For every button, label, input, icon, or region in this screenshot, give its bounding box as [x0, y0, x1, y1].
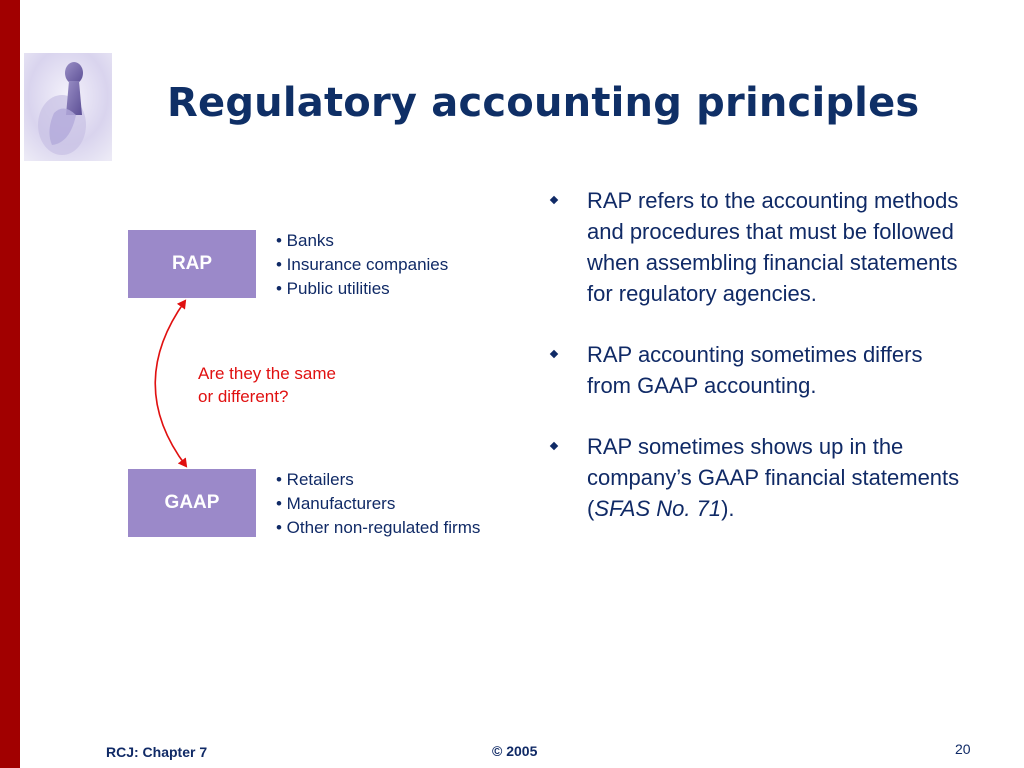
rap-examples-list: • Banks • Insurance companies • Public u… — [276, 229, 448, 301]
bullet-text: RAP accounting sometimes differs from GA… — [587, 342, 923, 398]
bullet-text-start: RAP sometimes shows up in the company’s … — [587, 434, 960, 521]
page-number: 20 — [955, 741, 971, 757]
question-line-1: Are they the same — [198, 364, 336, 383]
gaap-box: GAAP — [128, 469, 256, 537]
rap-box: RAP — [128, 230, 256, 298]
bullet-text-end: ). — [721, 496, 735, 521]
bullet-rap-in-gaap: RAP sometimes shows up in the company’s … — [548, 431, 968, 524]
double-headed-arrow-icon — [154, 299, 188, 468]
footer-copyright: © 2005 — [492, 743, 538, 759]
diamond-bullet-icon — [549, 349, 559, 359]
diamond-bullet-icon — [549, 195, 559, 205]
comparison-question: Are they the same or different? — [198, 362, 373, 408]
bullet-rap-definition: RAP refers to the accounting methods and… — [548, 185, 968, 309]
bullet-rap-differs: RAP accounting sometimes differs from GA… — [548, 339, 968, 401]
list-item: • Banks — [276, 231, 334, 250]
list-item: • Retailers — [276, 470, 354, 489]
gaap-examples-list: • Retailers • Manufacturers • Other non-… — [276, 468, 480, 540]
sfas-reference: SFAS No. 71 — [594, 496, 722, 521]
list-item: • Public utilities — [276, 279, 390, 298]
keyhole-image-art — [24, 53, 112, 161]
left-accent-bar — [0, 0, 20, 768]
bullet-text: RAP refers to the accounting methods and… — [587, 188, 959, 306]
gaap-box-label: GAAP — [164, 492, 220, 513]
keyhole-logo-image — [24, 53, 112, 161]
slide-title: Regulatory accounting principles — [167, 80, 920, 126]
key-points-list: RAP refers to the accounting methods and… — [548, 185, 968, 554]
question-line-2: or different? — [198, 387, 289, 406]
rap-box-label: RAP — [171, 253, 213, 274]
list-item: • Insurance companies — [276, 255, 449, 274]
footer-chapter: RCJ: Chapter 7 — [106, 744, 208, 760]
diamond-bullet-icon — [549, 441, 559, 451]
list-item: • Other non-regulated firms — [276, 518, 481, 537]
list-item: • Manufacturers — [276, 494, 396, 513]
